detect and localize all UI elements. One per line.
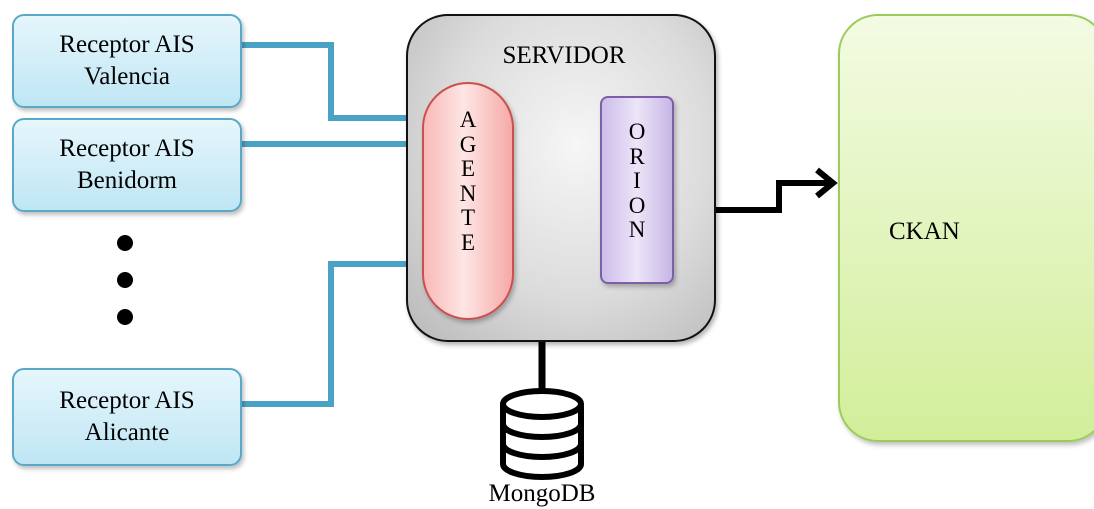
- orion-node: O R I O N: [600, 96, 674, 284]
- connector-alicante-agente: [242, 254, 426, 407]
- receptor-alicante-line1: Receptor AIS: [59, 387, 195, 414]
- agente-node: A G E N T E: [422, 82, 514, 320]
- ckan-box: [838, 14, 1094, 442]
- receptor-benidorm-line1: Receptor AIS: [59, 135, 195, 162]
- ckan-label: CKAN: [889, 218, 960, 245]
- database-icon: [500, 388, 584, 480]
- ellipsis-dot: [117, 235, 133, 251]
- orion-label: O R I O N: [602, 119, 672, 243]
- orion-letter: I: [633, 168, 641, 193]
- receptor-alicante-line2: Alicante: [84, 419, 170, 446]
- agente-letter: T: [460, 205, 476, 230]
- receptor-benidorm: Receptor AIS Benidorm: [12, 118, 242, 212]
- agente-letter: N: [459, 180, 477, 206]
- receptor-alicante: Receptor AIS Alicante: [12, 368, 242, 466]
- ellipsis-dot: [117, 272, 133, 288]
- agente-letter: G: [459, 131, 477, 157]
- connector-servidor-ckan: [716, 180, 830, 213]
- orion-letter: N: [628, 217, 646, 242]
- agente-letter: A: [459, 107, 477, 132]
- agente-label: A G E N T E: [424, 107, 512, 255]
- orion-letter: O: [628, 192, 646, 218]
- ellipsis-dot: [117, 309, 133, 325]
- orion-letter: R: [629, 143, 645, 169]
- receptor-valencia-line2: Valencia: [83, 63, 171, 90]
- mongodb-label: MongoDB: [488, 480, 596, 507]
- agente-letter: E: [460, 229, 476, 255]
- receptor-valencia-line1: Receptor AIS: [59, 31, 195, 58]
- agente-letter: E: [460, 156, 476, 181]
- servidor-title: SERVIDOR: [502, 42, 626, 69]
- orion-letter: O: [628, 119, 646, 144]
- receptor-valencia: Receptor AIS Valencia: [12, 14, 242, 108]
- connector-valencia-agente: [242, 42, 426, 128]
- connector-ckan-arrowhead: [815, 167, 838, 199]
- receptor-benidorm-line2: Benidorm: [77, 167, 177, 194]
